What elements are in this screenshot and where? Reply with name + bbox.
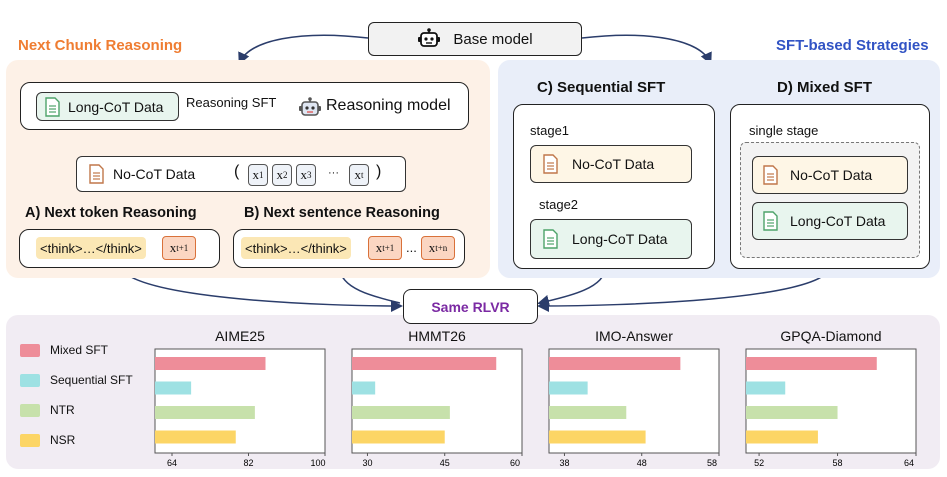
x-tick-label: 30: [362, 458, 372, 468]
bar-mixed-sft: [549, 357, 681, 370]
bar-nsr: [352, 430, 445, 444]
legend-swatch: [20, 403, 40, 417]
x-tick-label: 48: [637, 458, 647, 468]
legend-swatch: [20, 373, 40, 387]
x-tick-label: 100: [310, 458, 325, 468]
chart-title: AIME25: [215, 328, 265, 344]
base-model-label: Base model: [453, 30, 533, 48]
bar-mixed-sft: [155, 357, 266, 370]
bar-ntr: [746, 406, 838, 419]
bar-sequential-sft: [352, 381, 376, 395]
bar-mixed-sft: [746, 357, 877, 370]
chart-gpqa-diamond: GPQA-Diamond 52 58 64: [745, 328, 917, 468]
document-icon: [763, 211, 778, 231]
legend-swatch: [20, 343, 40, 357]
paren-close: ): [376, 163, 382, 180]
token-dots: ...: [406, 240, 417, 255]
document-icon: [89, 164, 104, 184]
legend-nsr: NSR: [20, 432, 150, 448]
reasoning-sft-label: Reasoning SFT: [186, 95, 277, 110]
long-cot-pill: Long-CoT Data: [752, 202, 908, 240]
long-cot-label: Long-CoT Data: [790, 213, 886, 229]
sft-strategies-title: SFT-based Strategies: [776, 37, 929, 54]
stage1-label: stage1: [530, 123, 570, 138]
x-tick-label: 64: [167, 458, 177, 468]
bar-sequential-sft: [549, 381, 588, 395]
long-cot-pill: Long-CoT Data: [530, 219, 692, 259]
bar-nsr: [549, 430, 646, 444]
robot-icon: [299, 97, 321, 116]
long-cot-label: Long-CoT Data: [572, 231, 668, 247]
think-block: <think>…</think>: [36, 237, 146, 259]
think-block: <think>…</think>: [241, 237, 351, 259]
bar-sequential-sft: [746, 381, 786, 395]
no-cot-pill: No-CoT Data: [752, 156, 908, 194]
chart-title: IMO-Answer: [595, 328, 673, 344]
x-tick-label: 45: [440, 458, 450, 468]
chart-title: GPQA-Diamond: [780, 328, 882, 344]
x-tick-label: 58: [707, 458, 717, 468]
legend-sequential-sft: Sequential SFT: [20, 372, 150, 388]
long-cot-pill: Long-CoT Data: [36, 92, 179, 121]
document-icon: [763, 165, 778, 185]
same-rlvr-label: Same RLVR: [431, 298, 510, 315]
legend-swatch: [20, 433, 40, 447]
next-chunk-title: Next Chunk Reasoning: [18, 37, 183, 54]
token-ellipsis: ···: [328, 167, 339, 179]
bar-chart: 38 48 58: [548, 348, 720, 468]
a-title: A) Next token Reasoning: [25, 205, 197, 221]
no-cot-label: No-CoT Data: [790, 167, 873, 183]
bar-ntr: [549, 406, 627, 419]
reasoning-model-label: Reasoning model: [326, 97, 451, 114]
same-rlvr-box: Same RLVR: [403, 289, 538, 324]
bar-chart: 52 58 64: [745, 348, 917, 468]
bar-chart: 64 82 100: [154, 348, 326, 468]
document-icon: [543, 154, 558, 174]
bar-mixed-sft: [352, 357, 497, 370]
long-cot-label: Long-CoT Data: [68, 98, 164, 115]
bar-ntr: [352, 406, 450, 419]
chart-imo-answer: IMO-Answer 38 48 58: [548, 328, 720, 468]
no-cot-label: No-CoT Data: [572, 156, 655, 172]
bar-nsr: [746, 430, 818, 444]
x-tick-label: 52: [754, 458, 764, 468]
no-cot-label: No-CoT Data: [113, 166, 196, 182]
stage2-label: stage2: [539, 197, 579, 212]
bar-sequential-sft: [155, 381, 192, 395]
legend-ntr: NTR: [20, 402, 150, 418]
robot-icon: [418, 28, 441, 47]
x-tick-label: 38: [559, 458, 569, 468]
legend-mixed-sft: Mixed SFT: [20, 342, 150, 358]
chart-legend: Mixed SFT Sequential SFT NTR NSR: [20, 342, 150, 448]
x-tick-label: 82: [243, 458, 253, 468]
chart-aime25: AIME25 64 82 100: [154, 328, 326, 468]
b-title: B) Next sentence Reasoning: [244, 205, 440, 221]
chart-title: HMMT26: [408, 328, 466, 344]
single-stage-label: single stage: [749, 123, 819, 138]
document-icon: [543, 229, 558, 249]
paren-open: (: [234, 163, 240, 180]
c-title: C) Sequential SFT: [537, 79, 666, 96]
no-cot-pill: No-CoT Data: [530, 145, 692, 183]
bar-nsr: [155, 430, 236, 444]
bar-ntr: [155, 406, 255, 419]
d-title: D) Mixed SFT: [777, 79, 873, 96]
x-tick-label: 64: [904, 458, 914, 468]
x-tick-label: 58: [833, 458, 843, 468]
bar-chart: 30 45 60: [351, 348, 523, 468]
document-icon: [45, 96, 60, 117]
chart-hmmt26: HMMT26 30 45 60: [351, 328, 523, 468]
base-model-box: Base model: [368, 22, 582, 56]
x-tick-label: 60: [510, 458, 520, 468]
